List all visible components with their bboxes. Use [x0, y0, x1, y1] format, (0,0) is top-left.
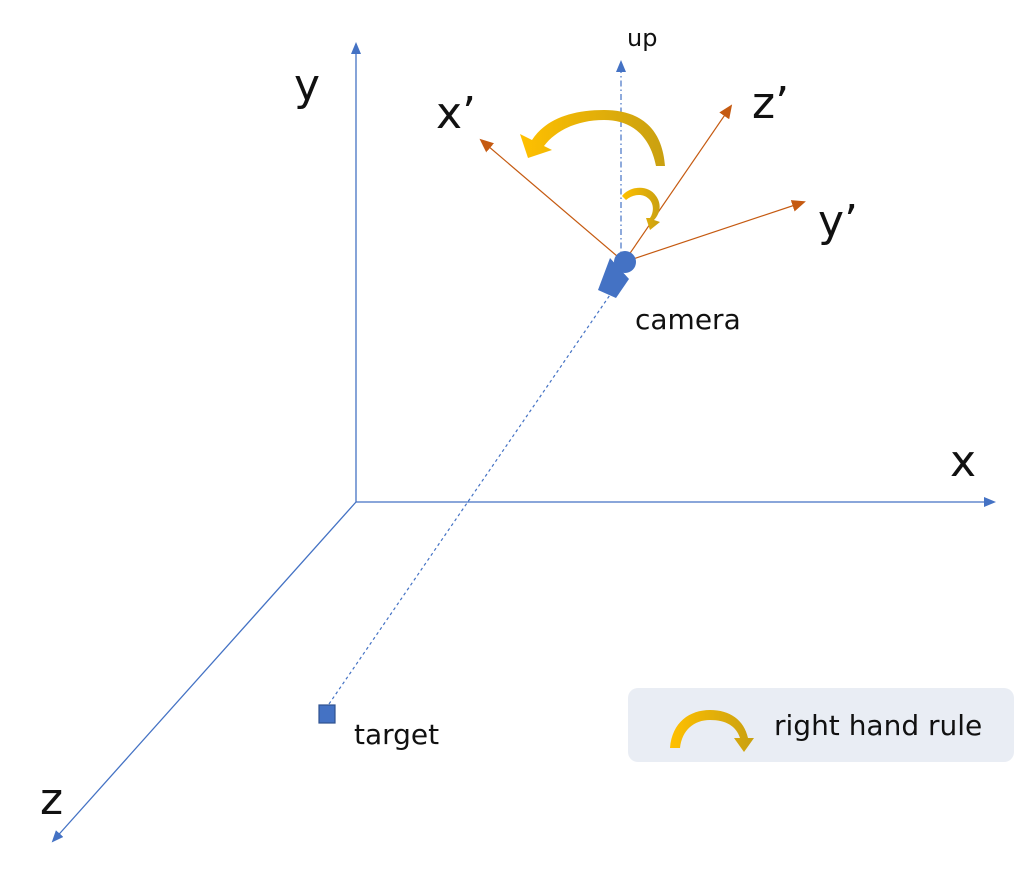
target-marker	[318, 704, 336, 724]
camera-z-label: z’	[752, 78, 789, 129]
legend-text: right hand rule	[774, 709, 982, 742]
world-z-axis	[51, 501, 357, 843]
legend-rotation-arrow-icon	[670, 710, 754, 752]
up-label: up	[627, 24, 657, 52]
camera-x-axis	[479, 138, 625, 263]
large-rotation-arrow-icon	[520, 110, 665, 166]
camera-y-axis	[623, 200, 806, 263]
line-of-sight	[328, 291, 613, 705]
camera-y-label: y’	[818, 196, 858, 247]
legend-box	[628, 688, 1014, 762]
camera-z-axis	[623, 104, 733, 263]
camera-label: camera	[635, 303, 741, 336]
world-y-label: y	[294, 60, 320, 111]
small-rotation-arrow-icon	[622, 187, 660, 230]
camera-icon	[598, 251, 636, 298]
world-x-label: x	[950, 436, 976, 487]
target-label: target	[354, 718, 439, 751]
world-z-label: z	[40, 774, 63, 825]
legend: right hand rule	[628, 688, 1014, 762]
camera-x-label: x’	[436, 88, 476, 139]
